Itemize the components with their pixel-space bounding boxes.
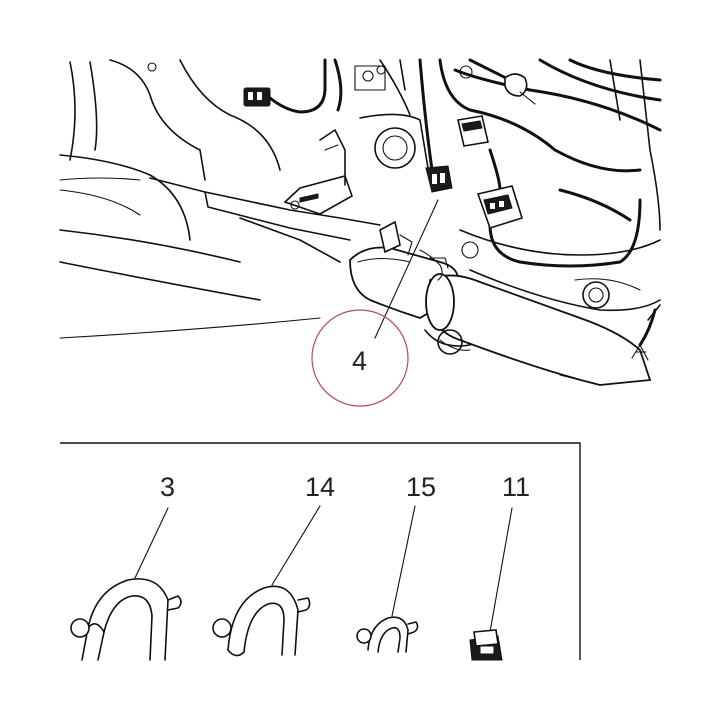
highlight-circle <box>311 309 409 407</box>
callout-label-4: 4 <box>352 346 367 376</box>
clamp-part-3: 3 <box>70 472 182 661</box>
engine-assembly-illustration <box>59 58 662 386</box>
clip-part-11: 11 <box>469 472 530 661</box>
callout-label-11: 11 <box>502 472 530 502</box>
clamp-part-14: 14 <box>212 472 335 657</box>
clamp-part-15: 15 <box>356 472 436 653</box>
parts-panel-border <box>60 442 581 660</box>
callout-label-3: 3 <box>160 472 175 502</box>
callout-label-15: 15 <box>406 472 436 502</box>
callout-label-14: 14 <box>305 472 335 502</box>
parts-panel: 3 14 15 11 <box>60 442 581 661</box>
leader-line-4 <box>374 199 439 339</box>
